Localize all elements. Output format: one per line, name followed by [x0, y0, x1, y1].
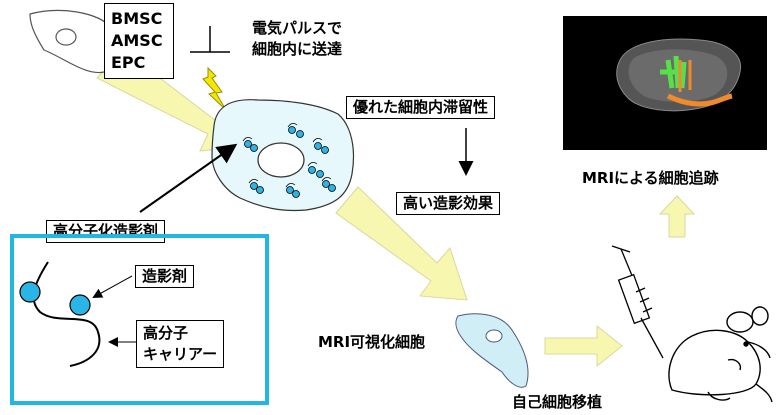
electroporation-line-1: 電気パルスで [252, 19, 343, 37]
agent-pointer [92, 275, 133, 298]
mri-brain-image [563, 16, 767, 150]
mri-visible-cell-label: MRI可視化細胞 [318, 333, 426, 351]
contrast-effect-box: 高い造影効果 [396, 192, 501, 215]
cell-types-box: BMSC AMSC EPC [104, 3, 174, 79]
labeled-cell-icon [455, 313, 529, 388]
retention-box: 優れた細胞内滞留性 [346, 96, 496, 119]
cell-type-bmsc: BMSC [111, 9, 163, 28]
polymer-agent-panel [10, 234, 269, 405]
cell-type-epc: EPC [111, 53, 146, 72]
polymer-carrier-line-1: 高分子 [143, 324, 189, 342]
syringe-icon [611, 245, 664, 359]
autologous-transplant-label: 自己細胞移植 [512, 393, 603, 411]
contrast-agent-box: 造影剤 [135, 265, 195, 288]
mri-tracking-label: MRIによる細胞追跡 [582, 169, 719, 187]
contrast-molecule-1 [19, 281, 41, 303]
polymer-carrier-box: 高分子 キャリアー [136, 320, 225, 368]
electroporation-label: 電気パルスで 細胞内に送達 [252, 18, 342, 60]
arrow-to-mri [658, 195, 696, 238]
arrow-to-labeled-cell [335, 186, 468, 301]
cell-icon [29, 9, 116, 74]
contrast-particles [242, 123, 336, 198]
contrast-molecule-2 [69, 294, 91, 316]
delivery-arrow [139, 143, 238, 213]
polymer-carrier-line-2: キャリアー [143, 345, 218, 363]
large-cell-icon [211, 99, 355, 212]
electroporation-line-2: 細胞内に送達 [252, 40, 343, 58]
arrow-to-transplant [544, 324, 623, 368]
mouse-icon [668, 306, 773, 403]
cell-type-amsc: AMSC [111, 31, 163, 50]
lightning-bolt-icon [202, 66, 227, 111]
